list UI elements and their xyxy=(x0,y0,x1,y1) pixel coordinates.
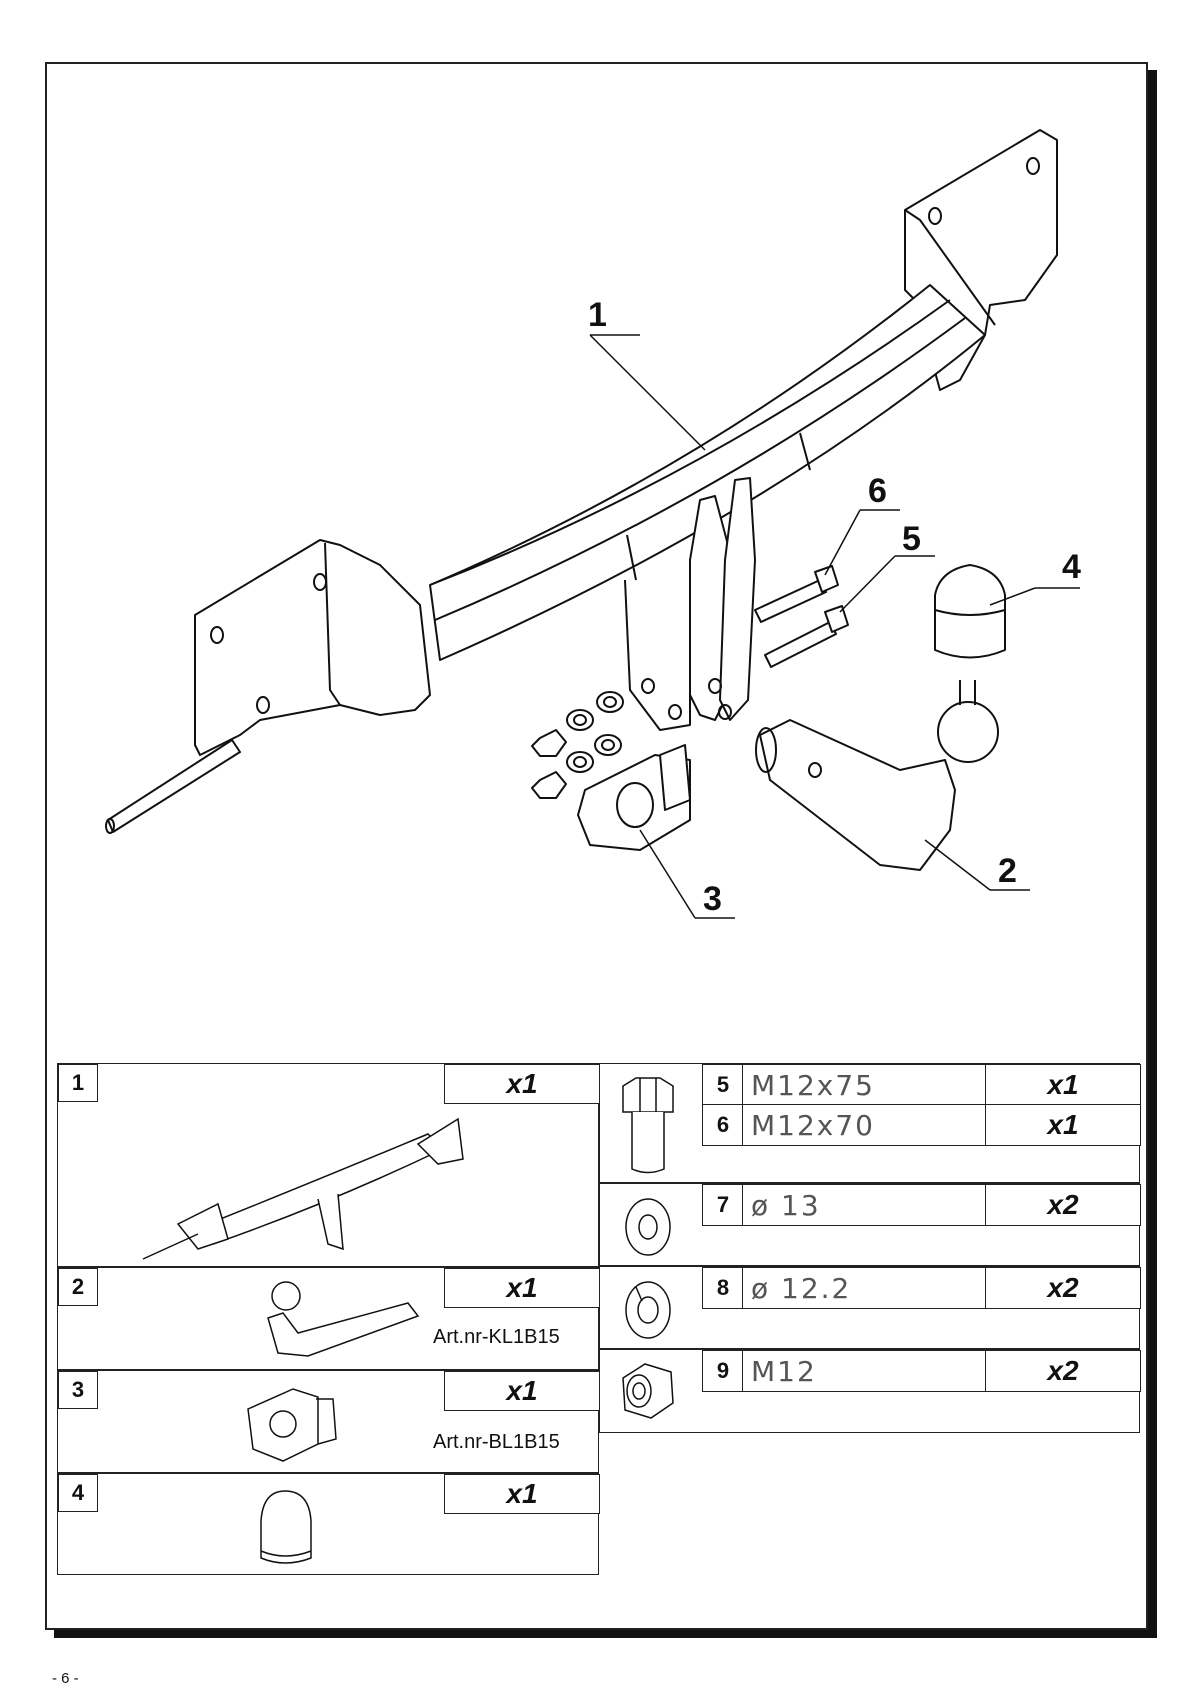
part-spec: M12x75 xyxy=(742,1064,987,1106)
ball-neck-thumbnail-icon xyxy=(267,1281,420,1357)
callout-2: 2 xyxy=(998,852,1017,890)
part-quantity: x2 xyxy=(985,1350,1141,1392)
part-quantity: x1 xyxy=(444,1064,600,1104)
part-number: 4 xyxy=(58,1474,98,1512)
nut-icon xyxy=(622,1363,674,1419)
part-row: 8 ø 12.2 x2 xyxy=(599,1266,1141,1349)
callout-3: 3 xyxy=(703,880,722,918)
part-row: 9 M12 x2 xyxy=(599,1349,1141,1433)
part-number: 8 xyxy=(702,1267,744,1309)
part-number: 6 xyxy=(702,1104,744,1146)
part-quantity: x1 xyxy=(444,1474,600,1514)
callout-6: 6 xyxy=(868,472,887,510)
part-spec: M12 xyxy=(742,1350,987,1392)
part-row: 1 x1 xyxy=(57,1063,600,1267)
article-number: Art.nr-KL1B15 xyxy=(433,1326,560,1348)
crossbar-thumbnail-icon xyxy=(142,1117,464,1260)
towbar-exploded-drawing xyxy=(105,129,1080,919)
callout-1: 1 xyxy=(588,296,607,334)
part-spec: ø 12.2 xyxy=(742,1267,987,1309)
part-quantity: x1 xyxy=(444,1371,600,1411)
part-number: 5 xyxy=(702,1064,744,1106)
part-row: 2 x1 Art.nr-KL1B15 xyxy=(57,1267,600,1370)
part-number: 9 xyxy=(702,1350,744,1392)
washer-icon xyxy=(625,1198,671,1256)
part-row: 4 x1 xyxy=(57,1473,600,1575)
part-row: 3 x1 Art.nr-BL1B15 xyxy=(57,1370,600,1473)
article-number: Art.nr-BL1B15 xyxy=(433,1431,560,1453)
callout-5: 5 xyxy=(902,520,921,558)
bolt-icon xyxy=(622,1077,674,1174)
page-number: - 6 - xyxy=(52,1670,79,1687)
part-quantity: x1 xyxy=(985,1064,1141,1106)
part-number: 1 xyxy=(58,1064,98,1102)
part-spec: ø 13 xyxy=(742,1184,987,1226)
callout-4: 4 xyxy=(1062,548,1081,586)
socket-plate-thumbnail-icon xyxy=(247,1388,337,1462)
part-number: 7 xyxy=(702,1184,744,1226)
part-number: 3 xyxy=(58,1371,98,1409)
part-quantity: x2 xyxy=(985,1267,1141,1309)
ball-cap-thumbnail-icon xyxy=(260,1490,312,1564)
part-number: 2 xyxy=(58,1268,98,1306)
part-quantity: x1 xyxy=(985,1104,1141,1146)
part-spec: M12x70 xyxy=(742,1104,987,1146)
part-quantity: x1 xyxy=(444,1268,600,1308)
spring-washer-icon xyxy=(625,1281,671,1339)
part-row: 7 ø 13 x2 xyxy=(599,1183,1141,1266)
part-row: 5 M12x75 x1 6 M12x70 x1 xyxy=(599,1063,1141,1183)
part-quantity: x2 xyxy=(985,1184,1141,1226)
